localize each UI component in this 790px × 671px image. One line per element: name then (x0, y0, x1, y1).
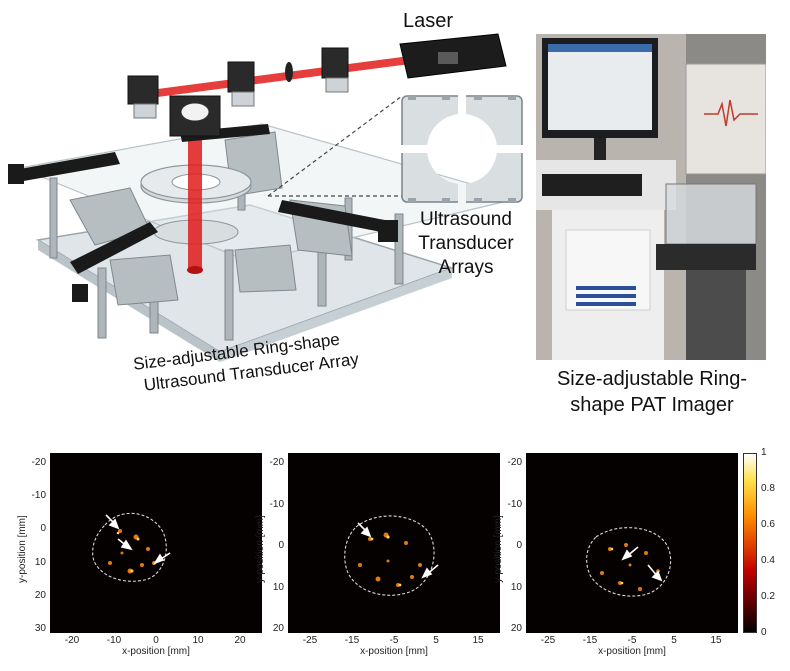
laser-beam-horizontal (150, 56, 410, 98)
ultrasound-label-line2: Transducer (418, 233, 514, 254)
ultrasound-label-line3: Arrays (438, 257, 494, 278)
imager-caption: Size-adjustable Ring- shape PAT Imager (534, 366, 770, 418)
y-tick-label: 20 (34, 589, 46, 601)
x-tick-label: 15 (710, 635, 722, 646)
y-tick-label: 0 (516, 540, 522, 551)
colorbar-tick-label: 0.6 (761, 519, 775, 530)
x-tick-label: 20 (234, 635, 246, 646)
y-tick-label: -10 (269, 498, 284, 510)
y-tick-label: 0 (40, 523, 46, 535)
pat-image-3-content (586, 527, 672, 597)
y-tick-label: -20 (269, 457, 284, 468)
colorbar (743, 453, 757, 633)
pat-image-2 (288, 453, 500, 633)
y-tick-label: 30 (34, 623, 46, 634)
y-tick-label: -20 (507, 457, 522, 468)
x-tick-label: 5 (433, 635, 439, 646)
y-tick-label: 10 (272, 581, 284, 593)
arrows-3 (621, 546, 663, 582)
pat-image-3 (526, 453, 738, 633)
x-tick-label: -15 (344, 635, 360, 646)
y-tick-label: 10 (510, 581, 522, 593)
x-tick-label: -10 (106, 635, 122, 646)
pat-image-2-content (344, 515, 439, 596)
y-tick-label: 10 (34, 556, 46, 568)
tissue-boundary-1 (92, 512, 167, 582)
x-tick-label: -25 (540, 635, 556, 646)
motor-arms (8, 124, 398, 302)
x-axis-label: x-position [mm] (360, 646, 428, 657)
y-axis-label: y-position [mm] (493, 515, 504, 583)
y-tick-label: 20 (510, 623, 522, 634)
colorbar-tick-label: 0.4 (761, 555, 775, 566)
optical-lens (285, 62, 293, 82)
pat-imager-photo (536, 34, 766, 360)
tissue-boundary-2 (344, 515, 435, 596)
x-tick-label: -20 (64, 635, 80, 646)
x-axis-label: x-position [mm] (598, 646, 666, 657)
ultrasound-label-line1: Ultrasound (420, 209, 512, 230)
y-axis-label: y-position [mm] (255, 515, 266, 583)
colorbar-tick-label: 1 (761, 447, 767, 458)
pat-image-1 (50, 453, 262, 633)
x-tick-label: -25 (302, 635, 318, 646)
y-axis-label: y-position [mm] (17, 515, 28, 583)
arrows-2 (357, 522, 439, 579)
colorbar-tick-label: 0 (761, 627, 767, 638)
x-tick-label: -5 (627, 635, 637, 646)
x-axis-label: x-position [mm] (122, 646, 190, 657)
colorbar-tick-label: 0.2 (761, 591, 775, 602)
imager-caption-line1: Size-adjustable Ring- (556, 368, 748, 390)
x-tick-label: 15 (472, 635, 484, 646)
laser-beam-vertical (188, 120, 202, 270)
imager-caption-line2: shape PAT Imager (570, 394, 734, 416)
y-tick-label: -20 (31, 457, 46, 468)
ultrasound-arrays-label: Ultrasound Transducer Arrays (404, 208, 528, 280)
tissue-boundary-3 (586, 527, 672, 597)
laser-label: Laser (403, 10, 454, 32)
y-tick-label: -10 (507, 498, 522, 510)
pat-image-1-content (92, 512, 171, 582)
keyboard (542, 174, 642, 196)
ring-array-setup-illustration (8, 33, 523, 362)
y-tick-label: 0 (278, 540, 284, 551)
x-tick-label: -15 (582, 635, 598, 646)
transducer-arrays-inset (401, 95, 523, 203)
x-tick-label: -5 (389, 635, 399, 646)
arrows-1 (105, 514, 171, 565)
y-tick-label: 20 (272, 623, 284, 634)
y-tick-label: -10 (31, 490, 46, 502)
x-tick-label: 10 (192, 635, 204, 646)
x-tick-label: 5 (671, 635, 677, 646)
x-tick-label: 0 (153, 635, 159, 646)
colorbar-tick-label: 0.8 (761, 483, 775, 494)
